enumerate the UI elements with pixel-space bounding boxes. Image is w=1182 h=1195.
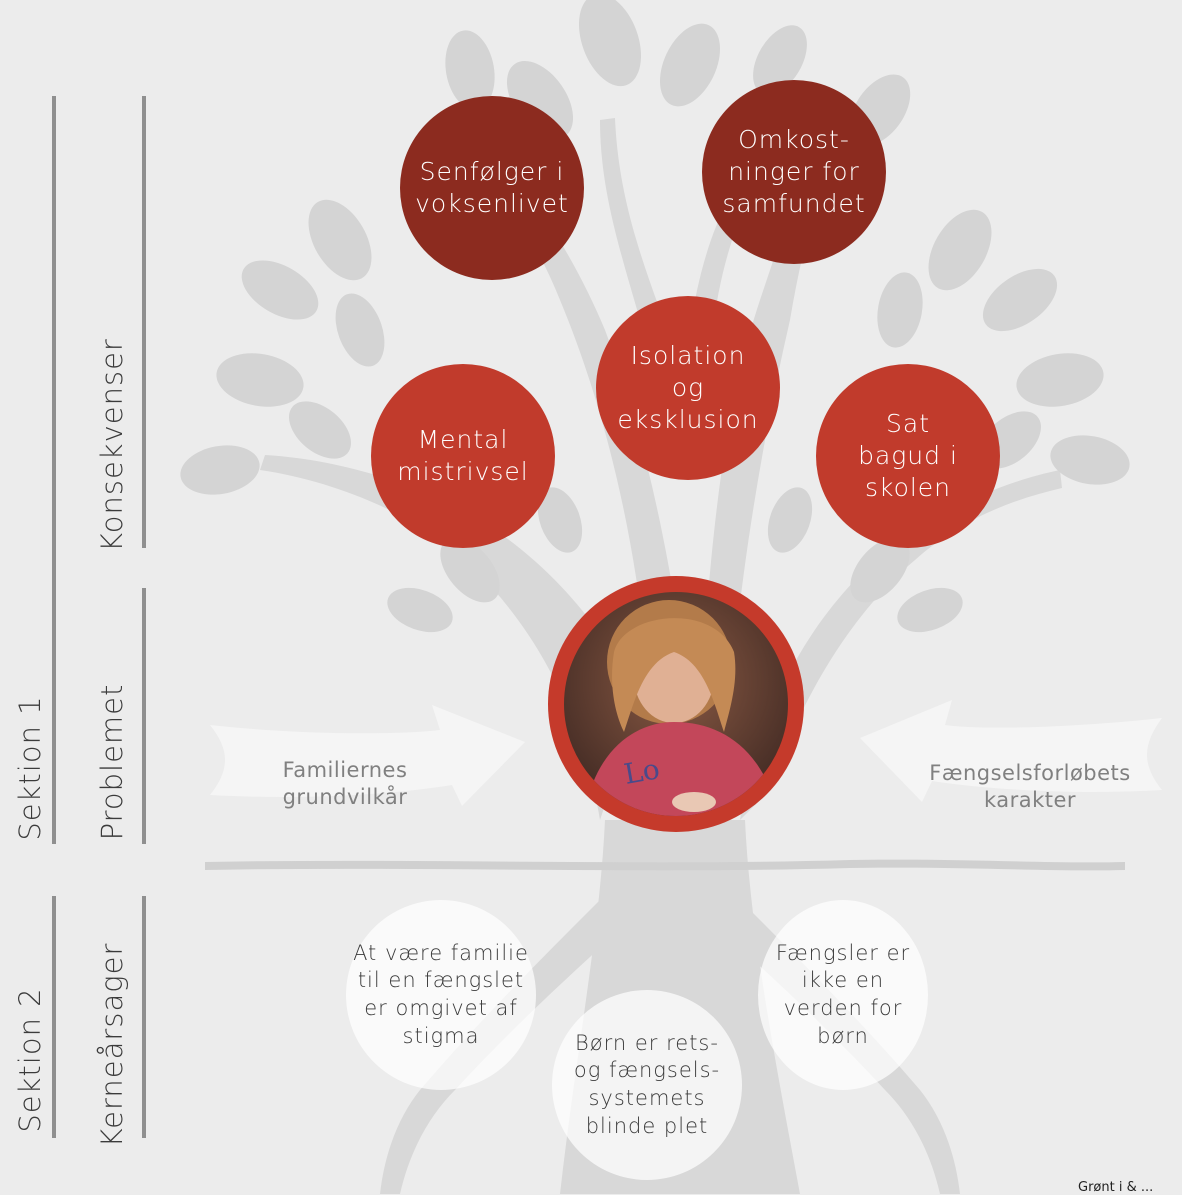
left-arrow-label: Familiernes grundvilkår xyxy=(282,758,408,810)
problem-photo: Lo xyxy=(548,576,804,832)
problem-bar xyxy=(142,588,146,844)
consequence-late-effects: Senfølger i voksenlivet xyxy=(400,96,584,280)
root-cause-prisons: Fængsler er ikke en verden for børn xyxy=(758,900,928,1090)
consequence-isolation: Isolation og eksklusion xyxy=(596,296,780,480)
consequences-bar xyxy=(142,96,146,548)
consequence-school: Sat bagud i skolen xyxy=(816,364,1000,548)
section2-bar xyxy=(52,896,56,1138)
right-arrow-label: Fængselsforløbets karakter xyxy=(929,761,1131,813)
section1-bar xyxy=(52,96,56,844)
svg-text:Lo: Lo xyxy=(621,752,662,791)
consequence-costs: Omkost- ninger for samfundet xyxy=(702,80,886,264)
root-cause-blind-spot: Børn er rets- og fængsels- systemets bli… xyxy=(552,990,742,1180)
root-cause-stigma: At være familie til en fængslet er omgiv… xyxy=(346,900,536,1090)
child-photo: Lo xyxy=(564,592,788,816)
credit-text: Grønt i & ... xyxy=(1078,1180,1154,1195)
root-causes-bar xyxy=(142,896,146,1138)
consequence-mental: Mental mistrivsel xyxy=(371,364,555,548)
child-photo-illustration: Lo xyxy=(564,592,788,816)
